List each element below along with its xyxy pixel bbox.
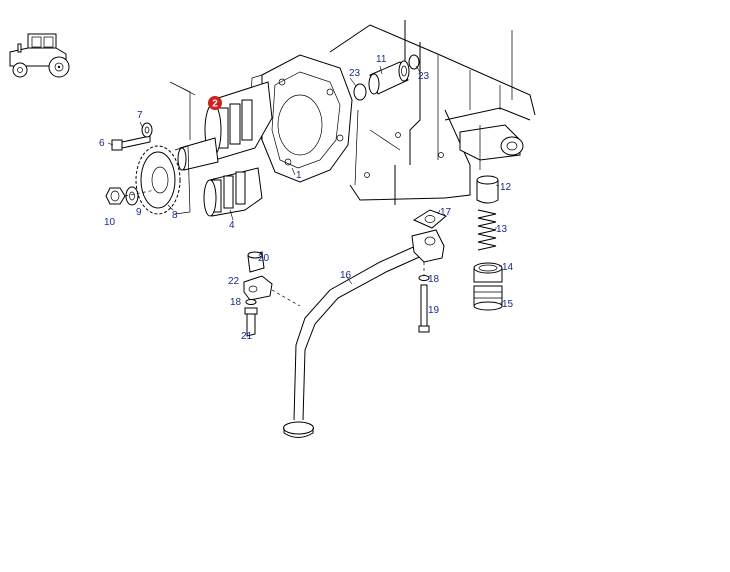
callout-19[interactable]: 19 bbox=[428, 305, 440, 316]
pump-housing bbox=[249, 54, 353, 183]
callout-17[interactable]: 17 bbox=[440, 207, 452, 218]
o-ring-23-right bbox=[408, 54, 420, 70]
bracket-assembly bbox=[243, 251, 301, 337]
valve-plug-15 bbox=[473, 285, 503, 311]
highlight-badge-label: 2 bbox=[212, 99, 218, 110]
callout-15[interactable]: 15 bbox=[502, 299, 514, 310]
drive-sprocket bbox=[135, 145, 191, 215]
nut-10 bbox=[105, 187, 126, 205]
bolt-6 bbox=[111, 135, 151, 151]
callout-18-left[interactable]: 18 bbox=[230, 297, 242, 308]
washer-9 bbox=[125, 186, 139, 206]
gasket-17 bbox=[412, 209, 447, 229]
callout-21[interactable]: 21 bbox=[241, 331, 253, 342]
callout-18-right[interactable]: 18 bbox=[428, 274, 440, 285]
o-ring-23-left bbox=[353, 83, 367, 101]
valve-cap-14 bbox=[473, 262, 503, 283]
callout-14[interactable]: 14 bbox=[502, 262, 514, 273]
callout-4[interactable]: 4 bbox=[229, 220, 235, 231]
stud-bolt-19 bbox=[418, 262, 430, 333]
washer-7 bbox=[141, 122, 153, 138]
leader-lines bbox=[107, 65, 502, 304]
callout-12[interactable]: 12 bbox=[500, 182, 512, 193]
engine-block bbox=[329, 20, 536, 205]
callout-10[interactable]: 10 bbox=[104, 217, 116, 228]
callout-7[interactable]: 7 bbox=[137, 110, 143, 121]
callout-8[interactable]: 8 bbox=[172, 210, 178, 221]
callout-16[interactable]: 16 bbox=[340, 270, 352, 281]
bushing-11 bbox=[368, 60, 410, 95]
callout-23-left[interactable]: 23 bbox=[349, 68, 361, 79]
drive-shaft bbox=[177, 137, 219, 171]
callout-1[interactable]: 1 bbox=[296, 170, 302, 181]
suction-pipe-16 bbox=[283, 229, 445, 438]
upper-pump-gear bbox=[169, 81, 273, 161]
callout-20[interactable]: 20 bbox=[258, 253, 270, 264]
callout-6[interactable]: 6 bbox=[99, 138, 105, 149]
tractor-icon bbox=[9, 33, 70, 78]
callout-22[interactable]: 22 bbox=[228, 276, 240, 287]
valve-piston-12 bbox=[476, 175, 499, 204]
callout-23-right[interactable]: 23 bbox=[418, 71, 430, 82]
valve-spring-13 bbox=[477, 209, 497, 251]
highlight-badge bbox=[208, 96, 222, 110]
callout-9[interactable]: 9 bbox=[136, 207, 142, 218]
lower-pump-gear bbox=[203, 167, 263, 217]
callout-11[interactable]: 11 bbox=[376, 54, 387, 65]
callout-labels: 1 4 6 7 8 9 10 11 12 13 14 15 16 17 18 1… bbox=[99, 54, 514, 342]
callout-13[interactable]: 13 bbox=[496, 224, 508, 235]
